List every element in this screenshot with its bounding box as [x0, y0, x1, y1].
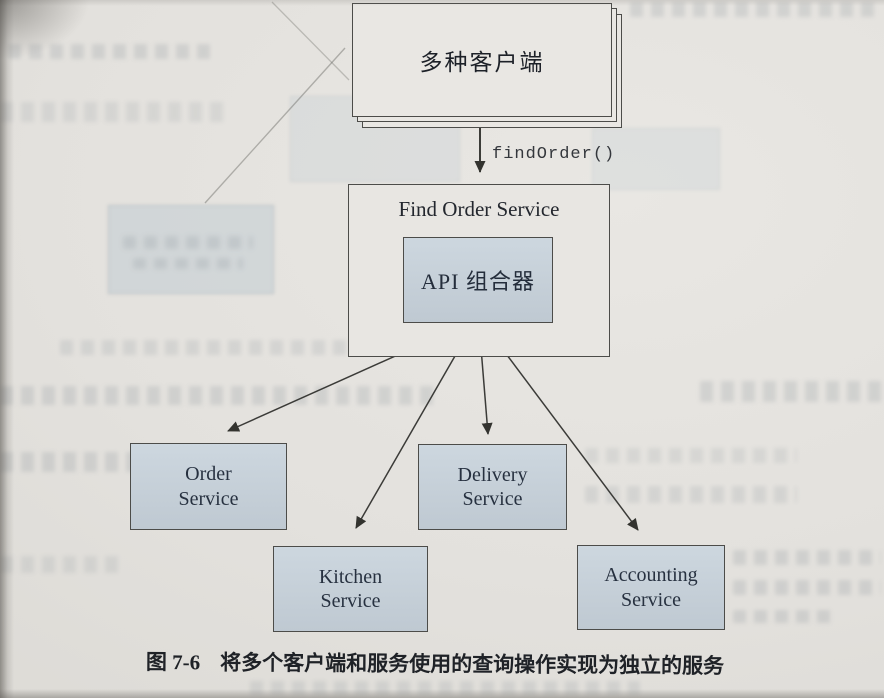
clients-box-label: 多种客户端 [419, 50, 545, 75]
bleedthrough-smudge [700, 381, 884, 402]
page-edge-shadow-left [0, 0, 14, 698]
bleedthrough-smudge [0, 386, 440, 405]
accounting-service-box: Accounting Service [577, 545, 725, 630]
find-order-service-box: Find Order Service API 组合器 [348, 184, 610, 357]
kitchen-service-label: Kitchen Service [318, 565, 383, 612]
figure-caption: 图 7-6 将多个客户端和服务使用的查询操作实现为独立的服务 [55, 645, 815, 680]
accounting-service-label: Accounting Service [604, 564, 698, 611]
find-order-service-title: Find Order Service [398, 197, 560, 221]
api-composer-label: API 组合器 [421, 269, 535, 294]
figure-caption-number: 图 7-6 [145, 649, 201, 675]
kitchen-service-box: Kitchen Service [273, 546, 428, 632]
bleedthrough-smudge [733, 580, 881, 595]
delivery-service-box: Delivery Service [418, 444, 567, 530]
bleedthrough-smudge [0, 102, 225, 122]
bleedthrough-smudge [8, 44, 218, 59]
bleedthrough-smudge [733, 550, 881, 565]
bleedthrough-smudge [585, 486, 797, 503]
bleedthrough-box [108, 205, 274, 294]
order-service-label: Order Service [178, 463, 239, 510]
page-edge-shadow-top [0, 0, 884, 6]
bleedthrough-smudge [630, 2, 880, 17]
page-edge-shadow-bottom [0, 689, 884, 698]
api-composer-box: API 组合器 [403, 237, 553, 323]
figure-caption-text: 将多个客户端和服务使用的查询操作实现为独立的服务 [220, 650, 725, 679]
delivery-service-label: Delivery Service [457, 463, 528, 510]
clients-box: 多种客户端 [352, 3, 612, 117]
bleedthrough-smudge [0, 452, 140, 472]
bleedthrough-line [271, 1, 350, 81]
bleedthrough-smudge [585, 448, 797, 463]
bleedthrough-box [592, 128, 720, 190]
page-corner-shadow [0, 0, 90, 60]
bleedthrough-smudge [60, 340, 350, 355]
bleedthrough-smudge [250, 681, 640, 695]
bleedthrough-smudge [0, 556, 120, 573]
findorder-request-label: findOrder() [492, 145, 616, 164]
bleedthrough-smudge [733, 610, 837, 623]
order-service-box: Order Service [130, 443, 287, 530]
